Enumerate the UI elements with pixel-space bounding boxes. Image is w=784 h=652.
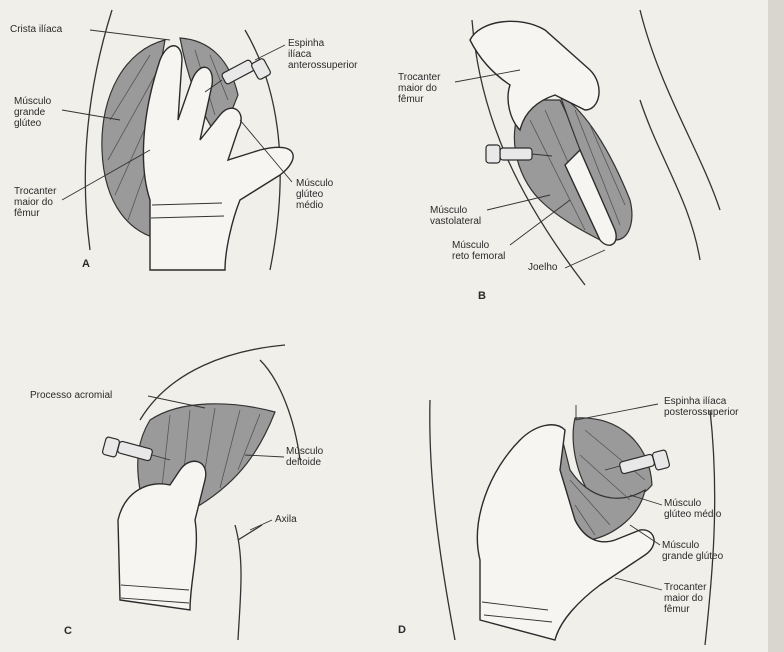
page-edge-shadow (768, 0, 784, 652)
label-joelho: Joelho (528, 262, 557, 273)
panel-letter-c: C (64, 625, 72, 637)
label-processo-acromial: Processo acromial (30, 390, 112, 401)
panel-a-illustration (62, 10, 293, 270)
panel-letter-b: B (478, 290, 486, 302)
panel-letter-a: A (82, 258, 90, 270)
panel-c-illustration (102, 345, 300, 640)
panel-letter-d: D (398, 624, 406, 636)
label-crista-iliaca: Crista ilíaca (10, 24, 62, 35)
label-axila: Axila (275, 514, 297, 525)
